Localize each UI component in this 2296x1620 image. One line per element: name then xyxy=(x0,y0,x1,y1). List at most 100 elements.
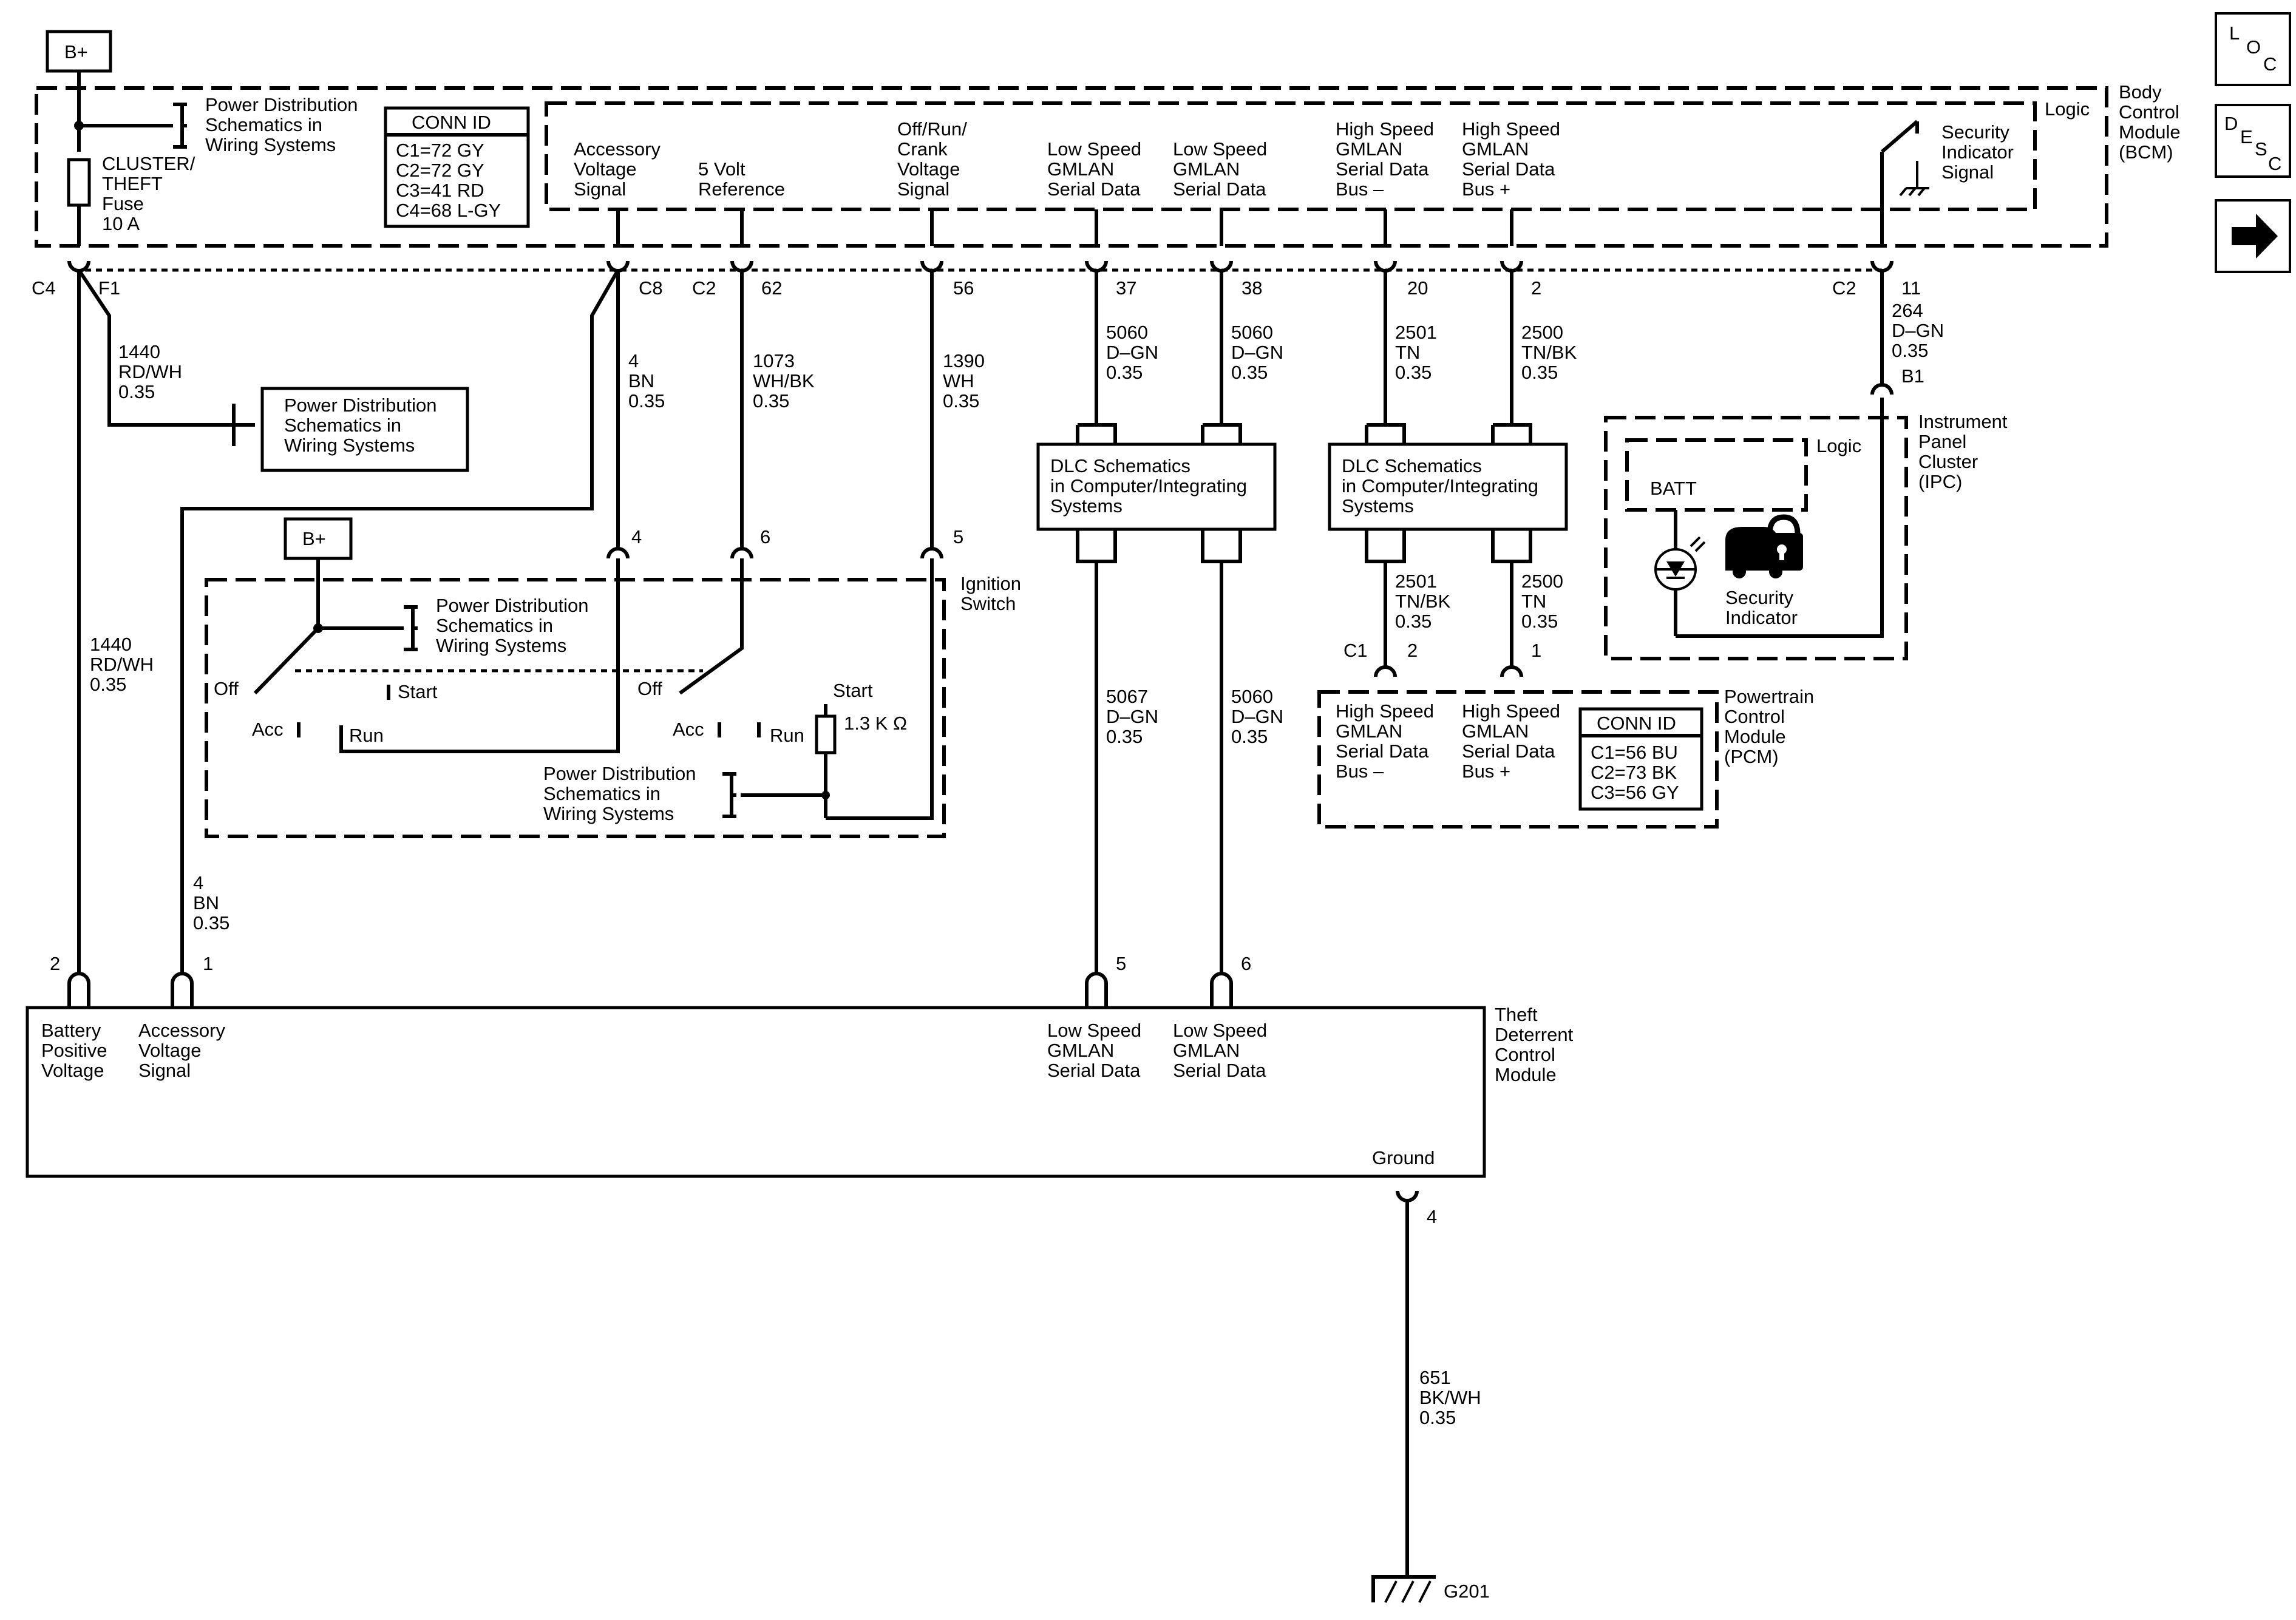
svg-text:Bus +: Bus + xyxy=(1462,178,1510,200)
svg-text:4: 4 xyxy=(631,526,642,547)
svg-text:L: L xyxy=(2229,22,2240,44)
loc-button[interactable]: L O C xyxy=(2215,12,2291,86)
bplus-source-top: B+ xyxy=(46,30,112,88)
svg-text:Deterrent: Deterrent xyxy=(1495,1024,1574,1045)
svg-text:C3=56 GY: C3=56 GY xyxy=(1591,782,1679,803)
instrument-panel-cluster: B1 Instrument Panel Cluster (IPC) Logic … xyxy=(1604,365,2008,660)
desc-button[interactable]: D E S C xyxy=(2215,104,2291,178)
svg-text:High Speed: High Speed xyxy=(1462,700,1560,722)
wire-runs xyxy=(77,269,1884,1577)
svg-text:Security: Security xyxy=(1725,587,1793,608)
svg-text:10 A: 10 A xyxy=(102,213,140,234)
svg-text:Low Speed: Low Speed xyxy=(1173,1020,1267,1041)
svg-text:TN/BK: TN/BK xyxy=(1395,591,1451,612)
svg-text:Start: Start xyxy=(398,681,438,702)
ignition-switch: B+ Ignition Switch 4 6 5 Power Distribut… xyxy=(205,517,1021,838)
svg-text:5 Volt: 5 Volt xyxy=(698,158,746,180)
svg-text:Logic: Logic xyxy=(1816,435,1861,456)
dlc-box-low-speed: DLC Schematics in Computer/Integrating S… xyxy=(1036,371,1277,563)
svg-text:WH: WH xyxy=(943,370,974,391)
svg-text:264: 264 xyxy=(1892,300,1923,321)
svg-text:0.35: 0.35 xyxy=(1231,362,1268,383)
svg-text:RD/WH: RD/WH xyxy=(90,654,154,675)
wire-labels: 1440 RD/WH 0.35 4 BN 0.35 1073 WH/BK 0.3… xyxy=(90,300,1944,1428)
svg-text:Wiring Systems: Wiring Systems xyxy=(543,803,674,824)
svg-text:Serial Data: Serial Data xyxy=(1462,158,1555,180)
svg-text:Low Speed: Low Speed xyxy=(1047,1020,1141,1041)
svg-text:RD/WH: RD/WH xyxy=(118,361,182,382)
svg-text:Indicator: Indicator xyxy=(1941,141,2014,163)
next-button[interactable] xyxy=(2215,199,2291,273)
svg-text:0.35: 0.35 xyxy=(1892,340,1928,361)
svg-text:6: 6 xyxy=(760,526,770,547)
svg-text:Acc: Acc xyxy=(673,719,704,740)
svg-text:High Speed: High Speed xyxy=(1336,118,1434,140)
svg-text:C2: C2 xyxy=(692,277,716,299)
svg-text:GMLAN: GMLAN xyxy=(1462,720,1529,742)
svg-text:5067: 5067 xyxy=(1106,686,1148,707)
svg-text:Voltage: Voltage xyxy=(574,158,636,180)
svg-text:C1=72 GY: C1=72 GY xyxy=(396,140,484,161)
svg-text:C2=72 GY: C2=72 GY xyxy=(396,160,484,181)
svg-text:5060: 5060 xyxy=(1231,322,1273,343)
svg-text:Bus –: Bus – xyxy=(1336,178,1384,200)
bcm-connectors: C4 F1 C8 C2 62 56 37 38 20 2 C2 11 xyxy=(32,268,1921,299)
svg-text:High Speed: High Speed xyxy=(1462,118,1560,140)
svg-text:Wiring Systems: Wiring Systems xyxy=(205,134,336,155)
svg-text:Serial Data: Serial Data xyxy=(1336,158,1429,180)
svg-text:Run: Run xyxy=(770,725,804,746)
svg-text:D–GN: D–GN xyxy=(1892,320,1944,341)
power-distribution-box: Power Distribution Schematics in Wiring … xyxy=(260,387,469,472)
svg-text:B1: B1 xyxy=(1901,365,1924,387)
svg-text:C2=73 BK: C2=73 BK xyxy=(1591,762,1677,783)
security-indicator-icon xyxy=(1725,514,1803,578)
svg-text:Signal: Signal xyxy=(1941,161,1994,183)
svg-text:C8: C8 xyxy=(639,277,663,299)
svg-text:D–GN: D–GN xyxy=(1231,706,1283,727)
svg-text:WH/BK: WH/BK xyxy=(753,370,815,391)
svg-text:Serial Data: Serial Data xyxy=(1047,178,1141,200)
svg-text:6: 6 xyxy=(1241,953,1251,974)
svg-text:Ground: Ground xyxy=(1372,1147,1435,1168)
svg-text:20: 20 xyxy=(1407,277,1428,299)
svg-text:Run: Run xyxy=(349,725,384,746)
svg-text:Accessory: Accessory xyxy=(574,138,661,160)
svg-text:Panel: Panel xyxy=(1918,431,1966,452)
svg-text:GMLAN: GMLAN xyxy=(1462,138,1529,160)
svg-text:F1: F1 xyxy=(98,277,120,299)
svg-text:C: C xyxy=(2263,53,2277,75)
svg-text:B+: B+ xyxy=(302,528,326,549)
svg-text:5060: 5060 xyxy=(1106,322,1148,343)
svg-text:Power Distribution: Power Distribution xyxy=(205,94,358,115)
svg-text:TN/BK: TN/BK xyxy=(1521,342,1577,363)
svg-text:Reference: Reference xyxy=(698,178,785,200)
svg-text:O: O xyxy=(2246,36,2261,58)
ground-symbol: G201 xyxy=(1371,1575,1490,1603)
svg-text:Theft: Theft xyxy=(1495,1004,1538,1025)
svg-text:Module: Module xyxy=(1495,1064,1557,1085)
svg-text:Control: Control xyxy=(1724,706,1785,727)
svg-text:D–GN: D–GN xyxy=(1106,342,1158,363)
svg-text:CLUSTER/: CLUSTER/ xyxy=(102,153,195,174)
svg-text:Signal: Signal xyxy=(897,178,949,200)
svg-text:Power Distribution: Power Distribution xyxy=(543,763,696,784)
svg-text:Power Distribution: Power Distribution xyxy=(436,595,589,616)
svg-text:4: 4 xyxy=(628,350,639,371)
svg-text:BK/WH: BK/WH xyxy=(1419,1387,1481,1408)
svg-text:Positive: Positive xyxy=(41,1040,107,1061)
dlc-box-high-speed: DLC Schematics in Computer/Integrating S… xyxy=(1328,371,1568,563)
bcm-conn-id-table: CONN ID C1=72 GY C2=72 GY C3=41 RD C4=68… xyxy=(384,106,530,228)
svg-text:0.35: 0.35 xyxy=(753,390,789,412)
svg-text:11: 11 xyxy=(1901,277,1921,299)
svg-text:Signal: Signal xyxy=(138,1060,191,1081)
bcm-fuse: CLUSTER/ THEFT Fuse 10 A Power Distribut… xyxy=(67,88,358,246)
svg-text:Power Distribution: Power Distribution xyxy=(284,395,437,416)
svg-text:C4: C4 xyxy=(32,277,56,299)
svg-text:Low Speed: Low Speed xyxy=(1047,138,1141,160)
bcm-module: Logic Body Control Module (BCM) xyxy=(35,81,2181,248)
svg-text:Wiring Systems: Wiring Systems xyxy=(284,435,415,456)
svg-text:Cluster: Cluster xyxy=(1918,451,1978,472)
arrow-right-icon xyxy=(2232,214,2278,259)
svg-text:0.35: 0.35 xyxy=(1231,726,1268,747)
